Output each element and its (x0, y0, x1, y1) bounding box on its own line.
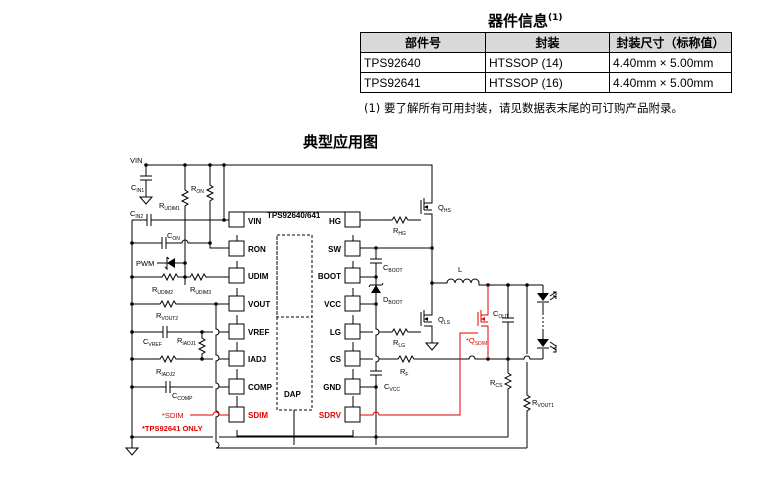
pin-label-sdrv: SDRV (319, 411, 342, 420)
label-rcs: RCS (490, 378, 503, 389)
label-cboot: CBOOT (383, 263, 403, 274)
label-cin1: CIN1 (131, 183, 144, 194)
pin-box-gnd (344, 378, 361, 395)
left-pins: VIN RON UDIM VOUT VREF IADJ COMP SDIM (228, 211, 273, 423)
pin-label-hg: HG (329, 217, 341, 226)
label-cvref: CVREF (143, 337, 162, 348)
label-qhs: QHS (438, 203, 451, 214)
label-radj1: RIADJ1 (177, 336, 196, 347)
dap-label: DAP (284, 390, 302, 399)
dap-outline (276, 234, 313, 318)
pin-label-cs: CS (330, 355, 342, 364)
dboot-diode-icon (371, 285, 381, 293)
label-rlg: RLG (393, 338, 405, 349)
pin-box-hg (344, 211, 361, 228)
label-rudim2: RUDIM2 (152, 285, 173, 296)
label-cout: COUT (493, 309, 509, 320)
pin-box-sdrv (344, 406, 361, 423)
only-note: *TPS92641 ONLY (142, 424, 203, 433)
label-rhg: RHG (393, 226, 406, 237)
pin-label-vcc: VCC (324, 300, 341, 309)
pin-box-comp (228, 378, 245, 395)
pin-label-gnd: GND (323, 383, 341, 392)
label-radj2: RIADJ2 (156, 367, 175, 378)
pin-box-iadj (228, 350, 245, 367)
table-header-row: 部件号 封装 封装尺寸（标称值） (360, 32, 732, 53)
header-body-size: 封装尺寸（标称值） (609, 32, 732, 53)
device-info-title-note: (1) (548, 13, 563, 23)
pin-box-vcc (344, 295, 361, 312)
cell-body-size: 4.40mm × 5.00mm (609, 72, 732, 93)
label-qls: QLS (438, 315, 451, 326)
pin-label-sw: SW (328, 245, 341, 254)
label-l: L (458, 265, 462, 274)
pwm-diode-icon (167, 258, 175, 268)
pin-label-boot: BOOT (318, 272, 341, 281)
left-network: VIN CIN1 RUDIM1 RON CIN2 CON PWM (124, 156, 527, 456)
label-ron: RON (191, 184, 204, 195)
label-cin2: CIN2 (130, 209, 143, 220)
label-con: CON (167, 231, 180, 242)
table-footnote: (1) 要了解所有可用封装，请见数据表末尾的可订购产品附录。 (364, 101, 683, 115)
header-package: 封装 (485, 32, 610, 53)
led-icon (537, 291, 557, 303)
label-qsdim: *QSDIM (466, 336, 487, 347)
right-network: QHS RHG CBOOT DBOOT CVCC RLG QLS (360, 195, 557, 448)
vin-net-label: VIN (130, 156, 143, 165)
pin-box-vout (228, 295, 245, 312)
ic-body: TPS92640/641 DAP (236, 211, 354, 445)
figure-title: 典型应用图 (303, 133, 379, 151)
pin-box-boot (344, 267, 361, 284)
label-ccomp: CCOMP (172, 391, 193, 402)
device-info-title: 器件信息(1) (488, 10, 563, 31)
pin-label-ron: RON (248, 245, 266, 254)
label-cvcc: CVCC (384, 382, 400, 393)
pwm-label: PWM (136, 259, 154, 268)
label-rvout2: RVOUT2 (156, 311, 178, 322)
sdim-ext-label: *SDIM (162, 411, 184, 420)
right-pins: HG SW BOOT VCC LG CS GND SDRV (318, 211, 361, 423)
device-info-title-text: 器件信息 (488, 12, 549, 30)
label-rvout1: RVOUT1 (532, 398, 554, 409)
table-row: TPS92641 HTSSOP (16) 4.40mm × 5.00mm (360, 72, 732, 93)
pin-box-sdim (228, 406, 245, 423)
pin-label-vout: VOUT (248, 300, 270, 309)
cell-part-number: TPS92641 (360, 72, 486, 93)
pin-label-lg: LG (330, 328, 341, 337)
pin-box-vin (228, 211, 245, 228)
pin-label-vref: VREF (248, 328, 269, 337)
device-info-table: 部件号 封装 封装尺寸（标称值） TPS92640 HTSSOP (14) 4.… (360, 32, 732, 93)
cell-body-size: 4.40mm × 5.00mm (609, 52, 732, 73)
pin-box-sw (344, 240, 361, 257)
label-rudim1: RUDIM1 (159, 201, 180, 212)
pin-label-comp: COMP (248, 383, 273, 392)
pin-label-iadj: IADJ (248, 355, 266, 364)
label-rudim3: RUDIM3 (190, 285, 211, 296)
pin-label-sdim: SDIM (248, 411, 268, 420)
label-rf: RF (400, 367, 408, 378)
ic-name: TPS92640/641 (267, 211, 321, 220)
pin-box-cs (344, 350, 361, 367)
cell-package: HTSSOP (16) (485, 72, 610, 93)
pin-box-udim (228, 267, 245, 284)
pin-box-vref (228, 323, 245, 340)
pin-label-udim: UDIM (248, 272, 269, 281)
led-icon (537, 339, 557, 353)
pin-box-lg (344, 323, 361, 340)
label-dboot: DBOOT (383, 295, 403, 306)
pin-label-vin: VIN (248, 217, 262, 226)
pin-box-ron (228, 240, 245, 257)
